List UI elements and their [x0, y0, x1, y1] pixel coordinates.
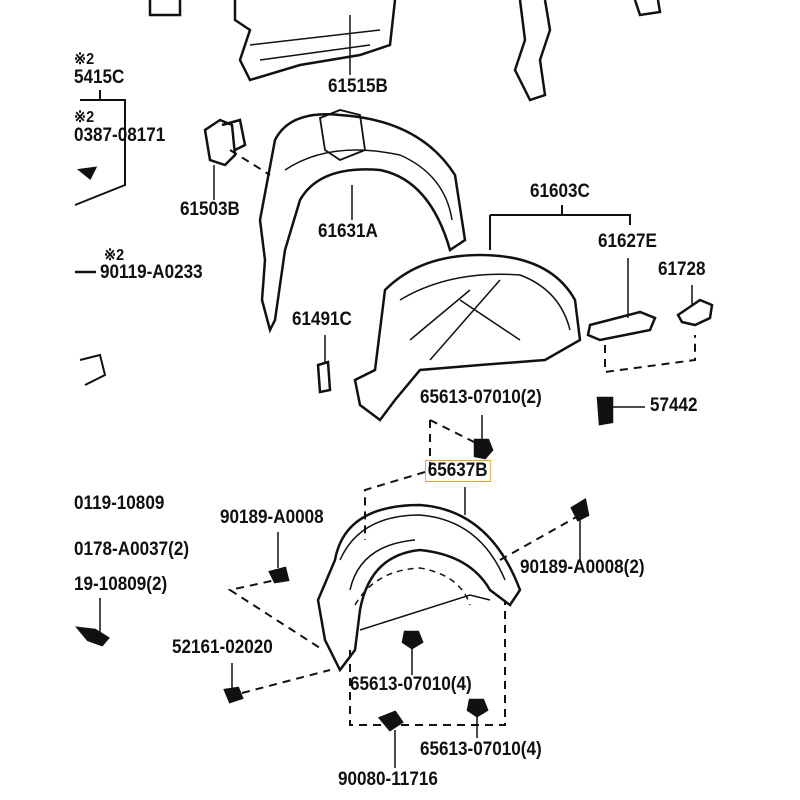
part-label-61728[interactable]: 61728 — [658, 259, 706, 280]
part-61603c-inner-panel — [353, 253, 582, 422]
part-61627e — [586, 310, 657, 342]
part-label-90119-a0233[interactable]: 90119-A0233 — [100, 262, 203, 283]
part-label-0178-a0037[interactable]: 0178-A0037(2) — [74, 539, 190, 560]
note-mark: ※2 — [74, 109, 95, 126]
part-top-bracket — [148, 0, 182, 17]
part-nut-65613-2 — [473, 438, 494, 460]
part-label-65613-07010-2[interactable]: 65613-07010(2) — [420, 387, 542, 408]
part-label-65613-07010-4b[interactable]: 65613-07010(4) — [420, 739, 542, 760]
part-52161-02020 — [223, 686, 244, 704]
part-label-61503b[interactable]: 61503B — [180, 199, 240, 220]
note-mark: ※2 — [104, 247, 125, 264]
part-label-90080-11716[interactable]: 90080-11716 — [338, 769, 438, 790]
part-57442 — [596, 396, 614, 426]
part-nut-65613-4a — [401, 630, 424, 650]
part-label-5415c[interactable]: 5415C — [74, 67, 125, 88]
part-61631a-wheelhouse — [258, 113, 467, 334]
part-label-90189-a0008-2[interactable]: 90189-A0008(2) — [520, 557, 645, 578]
part-label-61491c[interactable]: 61491C — [292, 309, 352, 330]
part-65637b-fender-liner — [316, 503, 522, 673]
part-61515b-panel — [233, 0, 397, 82]
part-90189-a0008-2 — [570, 497, 590, 522]
part-61503b — [203, 118, 247, 167]
part-label-61631a[interactable]: 61631A — [318, 221, 378, 242]
part-61491c — [316, 360, 332, 394]
part-label-52161-02020[interactable]: 52161-02020 — [172, 637, 273, 658]
part-label-0119-10809[interactable]: 0119-10809 — [74, 493, 165, 514]
part-label-0387-08171[interactable]: 0387-08171 — [74, 125, 166, 146]
note-mark: ※2 — [74, 51, 95, 68]
part-label-19-10809[interactable]: 19-10809(2) — [74, 574, 168, 595]
part-90080-11716 — [377, 710, 404, 732]
part-label-61515b[interactable]: 61515B — [328, 76, 388, 97]
part-19-10809 — [75, 626, 110, 647]
part-label-61627e[interactable]: 61627E — [598, 231, 657, 252]
part-label-65613-07010-4a[interactable]: 65613-07010(4) — [350, 674, 472, 695]
part-nut-65613-4b — [466, 698, 489, 718]
part-61728 — [676, 298, 714, 327]
part-label-90189-a0008[interactable]: 90189-A0008 — [220, 507, 324, 528]
part-label-57442[interactable]: 57442 — [650, 395, 698, 416]
part-label-61603c[interactable]: 61603C — [530, 181, 590, 202]
part-label-65637b-highlighted[interactable]: 65637B — [425, 460, 491, 482]
